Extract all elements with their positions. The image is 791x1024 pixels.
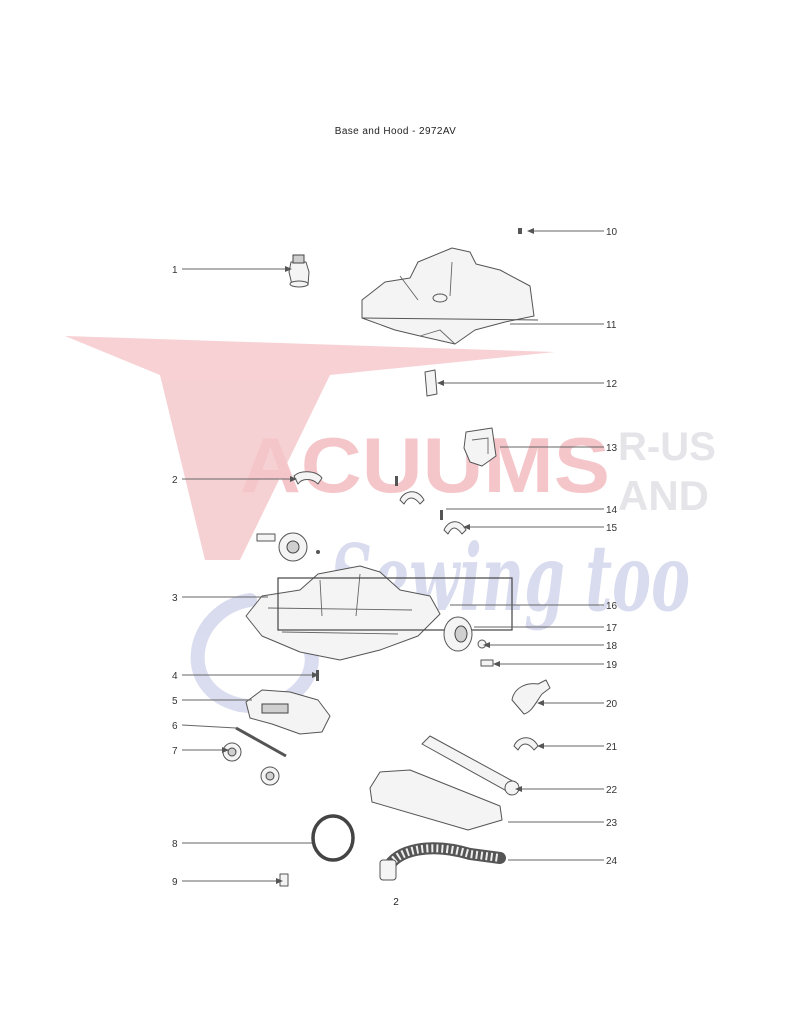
callout-15: 15: [606, 523, 618, 534]
diagram-title: Base and Hood - 2972AV: [334, 126, 457, 137]
callout-17: 17: [606, 623, 618, 634]
part-brush-pulley: [256, 532, 320, 562]
part-8-belt: [311, 814, 355, 862]
watermark-side-top: R-US: [618, 425, 716, 469]
callout-2: 2: [172, 475, 178, 486]
part-2-clip: [293, 471, 323, 485]
callout-4: 4: [172, 671, 178, 682]
callout-5: 5: [172, 696, 178, 707]
page-number: 2: [393, 897, 399, 908]
callout-labels: 1 2 3 4 5 6 7 8 9 10 11 12 13 14 15 16 1…: [172, 227, 618, 888]
callout-9: 9: [172, 877, 178, 888]
callout-10: 10: [606, 227, 618, 238]
callout-3: 3: [172, 593, 178, 604]
callout-12: 12: [606, 379, 618, 390]
callout-20: 20: [606, 699, 618, 710]
part-9-clip: [279, 873, 289, 887]
callout-23: 23: [606, 818, 618, 829]
callout-14: 14: [606, 505, 618, 516]
part-3-base: [245, 565, 513, 661]
part-12-tube: [424, 369, 438, 397]
part-11-hood: [361, 247, 539, 345]
callout-6: 6: [172, 721, 178, 732]
watermark-logo: ACUUMS R-US AND Sewing too: [65, 336, 716, 714]
part-18-washer: [477, 639, 487, 649]
callout-24: 24: [606, 856, 618, 867]
watermark-v-shape: [65, 336, 555, 560]
watermark-side-mid: AND: [618, 472, 709, 519]
part-22-tube: [421, 735, 520, 796]
callout-1: 1: [172, 265, 178, 276]
watermark-brand-text: ACUUMS: [240, 421, 610, 509]
part-19-axle: [480, 659, 494, 667]
callout-22: 22: [606, 785, 618, 796]
callout-19: 19: [606, 660, 618, 671]
part-24-hose: [379, 842, 506, 881]
part-20-swivel: [511, 679, 551, 715]
part-23-bumper: [369, 769, 503, 831]
callout-13: 13: [606, 443, 618, 454]
part-1-connector: [288, 254, 310, 288]
callout-16: 16: [606, 601, 618, 612]
part-7-wheels: [222, 742, 280, 786]
part-15-clip: [440, 510, 467, 535]
leader-lines: [181, 228, 604, 884]
part-10-screw: [518, 228, 522, 234]
callout-8: 8: [172, 839, 178, 850]
watermark-script-swash: [190, 593, 319, 714]
callout-7: 7: [172, 746, 178, 757]
part-14-clip-upper: [395, 476, 425, 505]
part-17-rear-wheel: [443, 616, 473, 652]
callout-18: 18: [606, 641, 618, 652]
part-5-cover: [245, 689, 331, 735]
part-13-bracket: [463, 427, 497, 467]
part-6-rod: [235, 726, 287, 758]
part-21-clip: [513, 737, 539, 751]
callout-21: 21: [606, 742, 618, 753]
callout-11: 11: [606, 320, 617, 331]
